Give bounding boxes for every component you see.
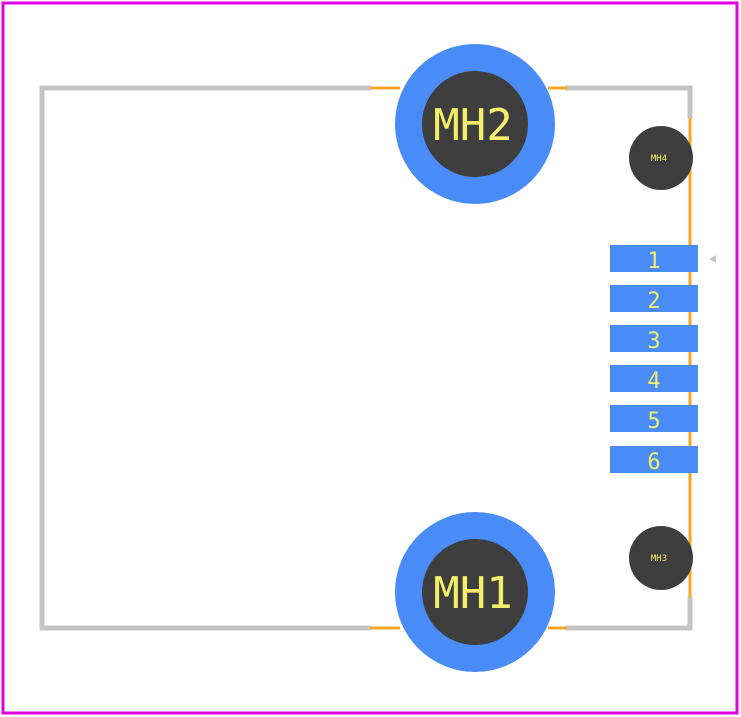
pad-copper	[610, 446, 698, 473]
mounting-hole-mh1[interactable]: MH1	[395, 512, 555, 672]
pad-4[interactable]: 4	[610, 365, 698, 394]
hole-label-mh2: MH2	[433, 100, 512, 151]
pad-label: 3	[647, 329, 660, 354]
pad-label: 2	[647, 289, 660, 314]
mounting-hole-mh4[interactable]: MH4	[629, 126, 693, 190]
mounting-hole-mh3[interactable]: MH3	[629, 526, 693, 590]
hole-label-mh1: MH1	[433, 568, 512, 619]
pad-label: 6	[647, 450, 660, 475]
pad-label: 1	[647, 249, 660, 274]
silkscreen-outline	[39, 85, 693, 631]
pad-copper	[610, 365, 698, 392]
drill-hole	[629, 126, 693, 190]
pad-6[interactable]: 6	[610, 446, 698, 475]
drill-hole	[422, 71, 528, 177]
pad-copper	[610, 285, 698, 312]
hole-label-mh3: MH3	[651, 554, 667, 564]
pad-2[interactable]: 2	[610, 285, 698, 314]
pad-label: 5	[647, 409, 660, 434]
courtyard-lines	[370, 86, 692, 630]
pad-copper	[610, 405, 698, 432]
mounting-hole-mh2[interactable]: MH2	[395, 44, 555, 204]
drill-hole	[629, 526, 693, 590]
pad-5[interactable]: 5	[610, 405, 698, 434]
pad-copper	[610, 245, 698, 272]
pad-1[interactable]: 1	[610, 245, 698, 274]
pad-copper	[610, 325, 698, 352]
pad-label: 4	[647, 369, 660, 394]
drill-hole	[422, 539, 528, 645]
hole-label-mh4: MH4	[651, 154, 667, 164]
pad-3[interactable]: 3	[610, 325, 698, 354]
triangle-pointer-icon	[709, 255, 716, 263]
